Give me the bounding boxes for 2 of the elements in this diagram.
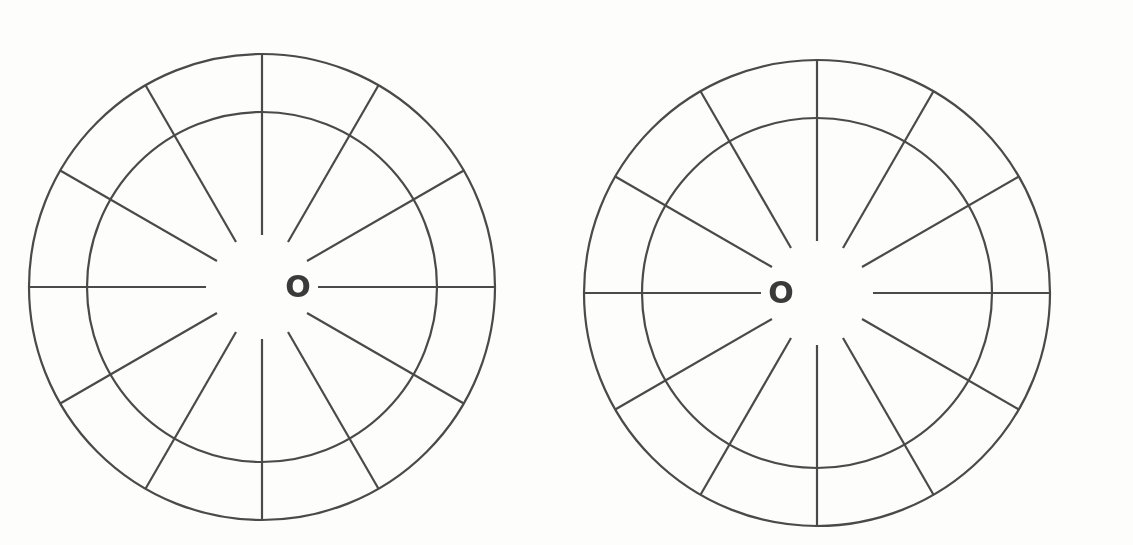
center-letter: O: [768, 278, 794, 308]
center-letter: O: [285, 272, 311, 302]
